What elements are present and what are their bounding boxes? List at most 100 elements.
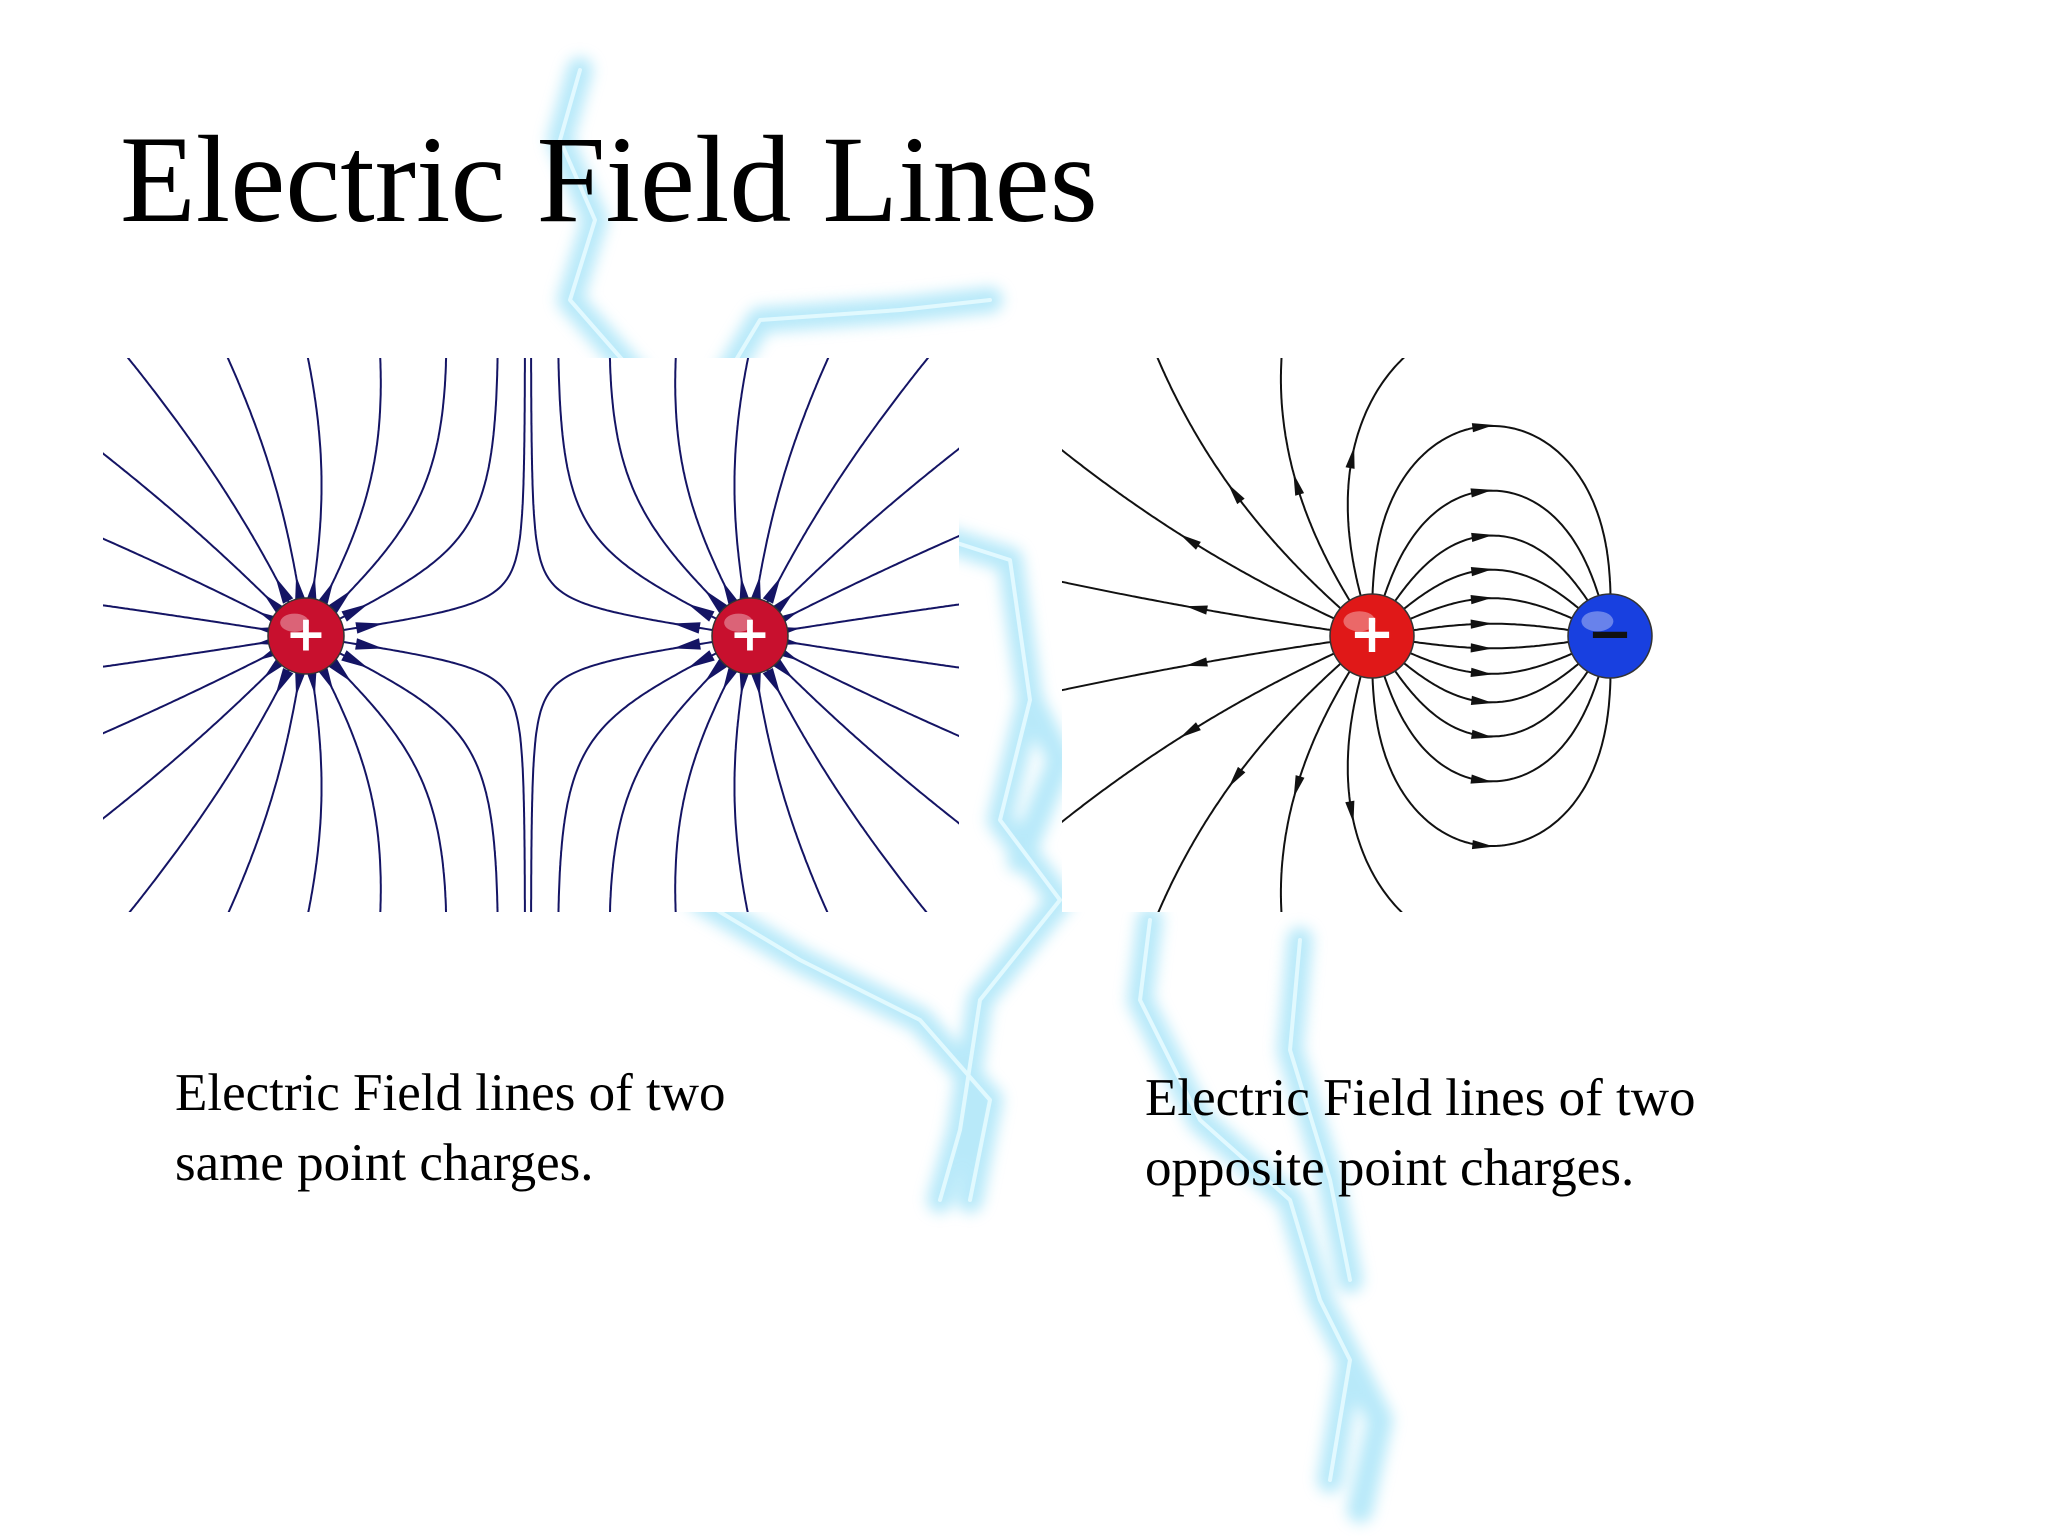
positive-charge-left-ball bbox=[267, 597, 345, 675]
field-line bbox=[750, 358, 830, 629]
field-arrow bbox=[1185, 605, 1208, 615]
field-arrow bbox=[1345, 446, 1355, 469]
positive-charge-right: + bbox=[711, 597, 789, 675]
field-arrow bbox=[1345, 800, 1355, 823]
field-line bbox=[313, 358, 526, 636]
field-arrow bbox=[1471, 423, 1495, 433]
positive-charge-ball bbox=[1329, 593, 1415, 679]
negative-charge-sign: − bbox=[1587, 601, 1633, 665]
field-arrow bbox=[355, 638, 383, 650]
field-arrow bbox=[341, 603, 369, 622]
field-arrow bbox=[687, 650, 715, 669]
field-arrow bbox=[1471, 729, 1494, 739]
caption-opposite-line2: opposite point charges. bbox=[1145, 1139, 1635, 1197]
field-arrow bbox=[1228, 766, 1246, 788]
positive-charge: + bbox=[1329, 593, 1415, 679]
positive-charge-right-sign: + bbox=[729, 604, 770, 662]
field-line bbox=[530, 358, 743, 636]
field-line bbox=[1346, 358, 1405, 629]
caption-like-charges: Electric Field lines of two same point c… bbox=[175, 1058, 725, 1198]
field-arrow bbox=[704, 590, 728, 614]
field-arrow bbox=[341, 650, 369, 669]
positive-charge-right-ball bbox=[711, 597, 789, 675]
diagram-opposite-charges: +− bbox=[1062, 358, 1918, 912]
field-line bbox=[1062, 636, 1365, 692]
field-line bbox=[608, 640, 746, 912]
diagram-like-charges: ++ bbox=[103, 358, 959, 912]
field-line bbox=[1373, 643, 1604, 783]
field-arrow bbox=[1470, 774, 1493, 784]
field-arrow bbox=[687, 603, 715, 622]
field-arrow bbox=[704, 658, 728, 682]
positive-charge-sign: + bbox=[1349, 601, 1395, 665]
caption-like-line2: same point charges. bbox=[175, 1134, 594, 1192]
field-arrow bbox=[295, 576, 307, 604]
caption-opposite-charges: Electric Field lines of two opposite poi… bbox=[1145, 1063, 1695, 1203]
field-line bbox=[310, 358, 448, 632]
field-line bbox=[308, 642, 382, 912]
field-arrow bbox=[275, 668, 294, 695]
field-arrow bbox=[355, 622, 384, 634]
field-line bbox=[1062, 448, 1366, 634]
field-line bbox=[126, 358, 304, 630]
field-line bbox=[313, 636, 526, 912]
field-arrow bbox=[1471, 532, 1494, 543]
field-line bbox=[310, 640, 448, 912]
field-line bbox=[312, 638, 499, 912]
field-lines-opposite-charges: +− bbox=[1062, 358, 1653, 912]
negative-charge-highlight bbox=[1581, 611, 1614, 632]
field-line bbox=[752, 642, 928, 912]
field-arrow bbox=[1470, 567, 1494, 577]
positive-charge-right-highlight bbox=[724, 613, 754, 632]
field-arrow bbox=[1185, 657, 1208, 667]
field-arrow bbox=[1227, 483, 1245, 505]
field-arrow bbox=[1470, 488, 1493, 498]
field-arrow bbox=[328, 590, 352, 614]
positive-charge-left-highlight bbox=[280, 613, 310, 632]
field-arrow bbox=[328, 658, 352, 682]
field-line bbox=[308, 358, 382, 630]
field-arrow bbox=[1470, 595, 1493, 605]
field-arrow bbox=[1293, 775, 1305, 798]
field-arrow bbox=[1470, 667, 1493, 677]
field-line bbox=[752, 358, 930, 630]
caption-opposite-line1: Electric Field lines of two bbox=[1145, 1069, 1696, 1127]
field-line bbox=[674, 642, 748, 912]
field-arrow bbox=[1470, 643, 1493, 653]
field-arrow bbox=[749, 668, 761, 696]
positive-charge-left-sign: + bbox=[285, 604, 326, 662]
field-arrow bbox=[295, 668, 307, 696]
field-line bbox=[128, 642, 304, 912]
field-arrow bbox=[762, 668, 781, 695]
caption-like-line1: Electric Field lines of two bbox=[175, 1064, 726, 1122]
field-arrow bbox=[1470, 695, 1494, 705]
field-line bbox=[557, 638, 744, 912]
field-line bbox=[1279, 358, 1369, 630]
field-line bbox=[1062, 580, 1365, 636]
field-arrow bbox=[749, 576, 761, 604]
slide-title: Electric Field Lines bbox=[120, 111, 1098, 248]
field-line bbox=[312, 358, 499, 634]
field-arrow bbox=[672, 622, 701, 634]
field-line bbox=[1279, 642, 1369, 912]
field-arrow bbox=[1470, 619, 1493, 629]
positive-charge-highlight bbox=[1343, 611, 1376, 632]
field-arrow bbox=[762, 576, 781, 604]
field-line bbox=[226, 358, 306, 629]
field-arrow bbox=[1179, 722, 1201, 738]
field-line bbox=[1156, 358, 1367, 632]
positive-charge-left: + bbox=[267, 597, 345, 675]
negative-charge: − bbox=[1567, 593, 1653, 679]
field-line bbox=[1373, 489, 1604, 629]
field-line bbox=[608, 358, 746, 632]
field-line bbox=[557, 358, 744, 634]
field-arrow bbox=[1179, 534, 1201, 550]
field-arrow bbox=[673, 638, 701, 650]
field-lines-like-charges: ++ bbox=[103, 358, 959, 912]
field-line bbox=[530, 636, 743, 912]
field-arrow bbox=[275, 576, 294, 604]
field-arrow bbox=[1293, 473, 1305, 496]
field-line bbox=[1062, 638, 1366, 824]
field-line bbox=[1157, 640, 1367, 912]
field-arrow bbox=[1471, 839, 1495, 850]
